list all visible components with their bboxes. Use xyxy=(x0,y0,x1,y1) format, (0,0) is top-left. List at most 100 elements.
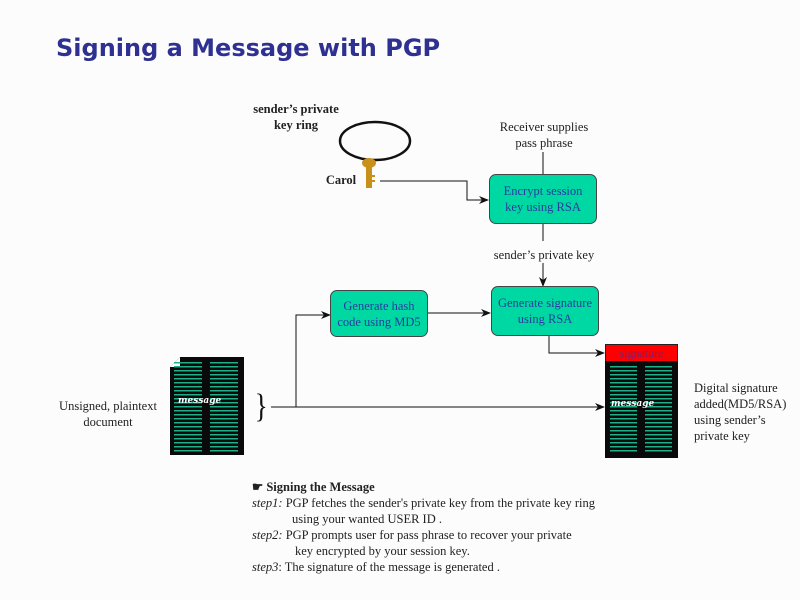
document-text-line xyxy=(645,410,672,412)
document-text-line xyxy=(210,422,238,424)
document-text-line xyxy=(610,434,637,436)
document-text-line xyxy=(645,442,672,444)
document-text-line xyxy=(610,402,637,404)
document-text-line xyxy=(645,386,672,388)
encrypt-box-line1: Encrypt session xyxy=(503,184,583,198)
document-text-line xyxy=(210,430,238,432)
document-text-line xyxy=(210,442,238,444)
document-text-line xyxy=(210,406,238,408)
document-text-line xyxy=(610,410,637,412)
document-text-line xyxy=(174,378,202,380)
document-text-line xyxy=(645,426,672,428)
arrow-carol-to-encrypt xyxy=(380,180,489,204)
document-text-line xyxy=(210,390,238,392)
arrow-doc-to-hash xyxy=(295,311,331,407)
document-text-line xyxy=(610,414,637,416)
document-text-line xyxy=(610,386,637,388)
document-text-line xyxy=(645,366,672,368)
document-text-line xyxy=(645,430,672,432)
document-text-line xyxy=(210,366,238,368)
brace-symbol: } xyxy=(254,388,268,425)
document-text-line xyxy=(645,374,672,376)
receiver-label-line1: Receiver supplies xyxy=(499,120,589,134)
document-text-line xyxy=(610,450,637,452)
step-text-cont: key encrypted by your session key. xyxy=(295,544,470,558)
document-text-line xyxy=(210,362,238,364)
step-text-cont: using your wanted USER ID . xyxy=(292,512,442,526)
document-text-line xyxy=(610,378,637,380)
document-text-line xyxy=(174,446,202,448)
document-text-line xyxy=(174,442,202,444)
document-text-line xyxy=(210,438,238,440)
page-title: Signing a Message with PGP xyxy=(56,34,441,62)
document-text-line xyxy=(645,450,672,452)
hash-box-line2: code using MD5 xyxy=(337,314,421,329)
document-text-line xyxy=(645,402,672,404)
document-text-line xyxy=(645,398,672,400)
document-text-line xyxy=(645,390,672,392)
signed-document-icon: message xyxy=(605,361,678,458)
document-text-line xyxy=(610,418,637,420)
step-2: step2: PGP prompts user for pass phrase … xyxy=(252,527,595,543)
document-text-line xyxy=(174,402,202,404)
document-text-line xyxy=(174,398,202,400)
steps-section: ☛ Signing the Message step1: PGP fetches… xyxy=(252,479,595,575)
document-text-line xyxy=(645,446,672,448)
receiver-label-line2: pass phrase xyxy=(515,136,573,150)
document-text-line xyxy=(610,390,637,392)
document-text-line xyxy=(645,370,672,372)
document-text-line xyxy=(610,442,637,444)
unsigned-doc-label: Unsigned, plaintext document xyxy=(48,398,168,430)
step-3: step3: The signature of the message is g… xyxy=(252,559,595,575)
document-text-line xyxy=(610,374,637,376)
sig-box-line1: Generate signature xyxy=(497,296,593,310)
key-ring-icon xyxy=(338,120,412,162)
step-label: step3 xyxy=(252,560,279,574)
signed-doc-label: Digital signature added(MD5/RSA) using s… xyxy=(694,380,800,444)
unsigned-doc-label-line2: document xyxy=(83,415,133,429)
document-text-line xyxy=(174,450,202,452)
document-text-line xyxy=(210,378,238,380)
document-text-line xyxy=(210,398,238,400)
step-text: PGP fetches the sender's private key fro… xyxy=(282,496,596,510)
document-text-line xyxy=(610,438,637,440)
step-text: : The signature of the message is genera… xyxy=(278,560,500,574)
document-text-line xyxy=(210,418,238,420)
document-text-line xyxy=(174,394,202,396)
private-key-label: sender’s private key xyxy=(493,248,595,262)
document-text-line xyxy=(610,446,637,448)
document-text-line xyxy=(645,382,672,384)
message-word: message xyxy=(611,399,655,409)
pointing-hand-icon: ☛ xyxy=(252,480,264,494)
document-text-line xyxy=(174,406,202,408)
document-text-line xyxy=(174,426,202,428)
step-text: PGP prompts user for pass phrase to reco… xyxy=(282,528,572,542)
step-1: step1: PGP fetches the sender's private … xyxy=(252,495,595,511)
hash-box-line1: Generate hash xyxy=(343,298,415,313)
document-text-line xyxy=(174,390,202,392)
document-text-line xyxy=(210,374,238,376)
step-label: step1: xyxy=(252,496,283,510)
signed-doc-label-line: Digital signature xyxy=(694,381,778,395)
document-text-line xyxy=(210,414,238,416)
document-text-line xyxy=(210,402,238,404)
signed-doc-label-line: using sender’s xyxy=(694,413,766,427)
document-text-line xyxy=(610,406,637,408)
document-text-line xyxy=(174,366,202,368)
signature-tag: signature xyxy=(605,344,678,362)
document-text-line xyxy=(610,394,637,396)
document-text-line xyxy=(174,386,202,388)
plaintext-document-icon: message xyxy=(170,357,244,455)
document-text-line xyxy=(174,422,202,424)
receiver-label: Receiver supplies pass phrase xyxy=(474,119,614,151)
arrow-signature-to-tag xyxy=(548,336,605,357)
document-text-line xyxy=(645,406,672,408)
document-text-line xyxy=(210,386,238,388)
document-text-line xyxy=(210,410,238,412)
document-text-line xyxy=(174,414,202,416)
document-text-line xyxy=(174,382,202,384)
document-text-line xyxy=(645,422,672,424)
